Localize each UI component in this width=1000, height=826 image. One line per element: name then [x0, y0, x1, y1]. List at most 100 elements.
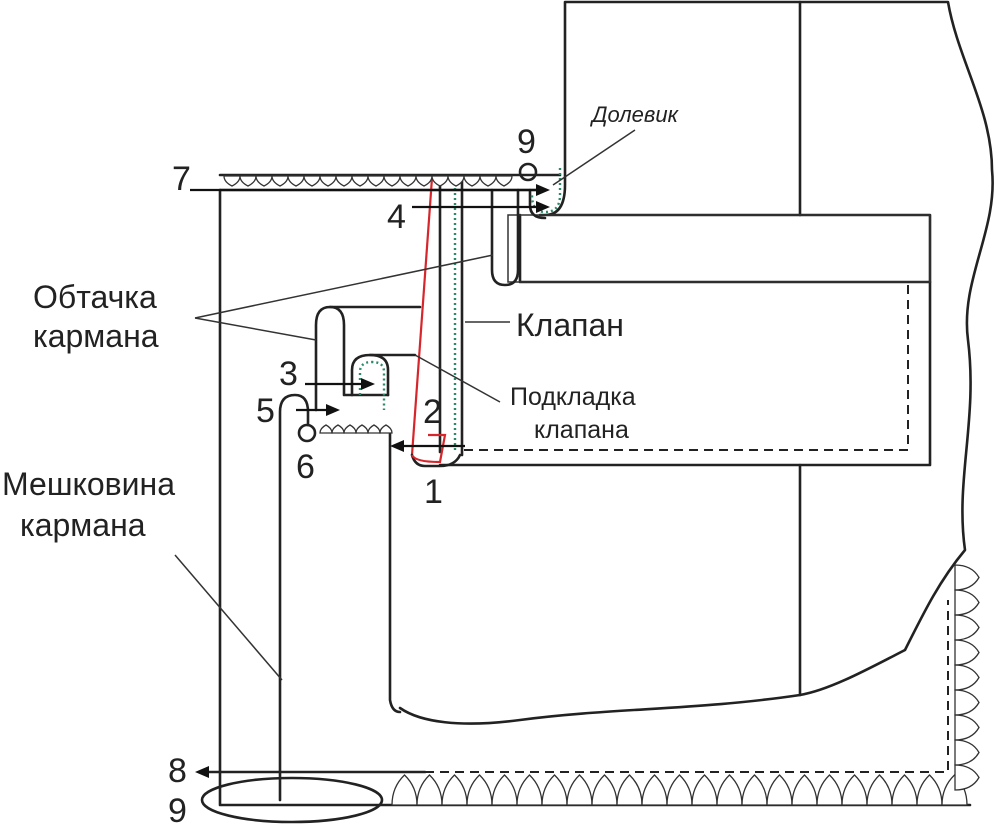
number-5: 5	[256, 392, 275, 430]
pocket-bag-inner	[278, 393, 310, 802]
overlock-scallop	[916, 774, 943, 806]
overlock-small	[319, 424, 393, 434]
overlock-scallop	[431, 175, 449, 187]
label-klapan: Клапан	[516, 307, 624, 343]
label-meshkovina-2: кармана	[20, 507, 146, 543]
bag-dashed-stitch	[425, 600, 949, 773]
leader-meshkovina	[174, 554, 283, 681]
number-7: 7	[172, 160, 191, 198]
flap-stitch	[460, 285, 909, 451]
overlock-scallop	[766, 774, 793, 806]
pocket-bag-inner-2	[388, 428, 402, 714]
overlock-scallop	[335, 175, 353, 187]
overlock-scallop	[891, 774, 918, 806]
overlock-scallop	[319, 175, 337, 187]
number-4: 4	[387, 198, 406, 236]
overlock-scallop	[383, 175, 401, 187]
overlock-scallop	[641, 774, 668, 806]
inner-loop-3	[350, 353, 390, 397]
overlock-scallop	[319, 424, 333, 434]
overlock-scallop	[666, 774, 693, 806]
overlock-scallop	[466, 774, 493, 806]
overlock-scallop	[351, 175, 369, 187]
number-2: 2	[423, 393, 442, 431]
overlock-scallop	[954, 564, 980, 591]
overlock-scallop	[271, 175, 289, 187]
leader-dolevik	[552, 129, 636, 186]
overlock-scallop	[287, 175, 305, 187]
overlock-scallop	[716, 774, 743, 806]
label-obtachka-1: Обтачка	[33, 279, 157, 315]
overlock-scallop	[954, 689, 980, 716]
overlock-scallop	[566, 774, 593, 806]
overlock-scallop	[954, 714, 980, 741]
welt-loop-top	[528, 188, 547, 220]
arrow-8	[195, 766, 209, 778]
overlock-scallop	[367, 175, 385, 187]
label-meshkovina-1: Мешковина	[2, 466, 175, 502]
overlock-scallop	[463, 175, 481, 187]
overlock-scallop	[691, 774, 718, 806]
label-obtachka-2: кармана	[33, 318, 159, 354]
label-podkladka-2: клапана	[534, 416, 629, 444]
overlock-bottom	[391, 774, 968, 806]
overlock-scallop	[479, 175, 497, 187]
arrow-4	[412, 201, 550, 213]
overlock-scallop	[541, 774, 568, 806]
overlock-scallop	[391, 774, 418, 806]
number-1: 1	[424, 473, 443, 511]
overlock-scallop	[516, 774, 543, 806]
arrow-5	[296, 404, 340, 416]
overlock-scallop	[416, 774, 443, 806]
overlock-scallop	[495, 175, 513, 187]
overlock-scallop	[343, 424, 357, 434]
overlock-right	[954, 564, 980, 791]
garment-panel	[398, 0, 994, 725]
overlock-scallop	[616, 774, 643, 806]
label-dolevik: Долевик	[589, 102, 680, 127]
marker-circle-9-top	[518, 162, 538, 182]
overlock-scallop	[399, 175, 417, 187]
overlock-scallop	[223, 175, 241, 187]
arrow-1	[390, 440, 465, 452]
overlock-scallop	[954, 614, 980, 641]
overlock-scallop	[741, 774, 768, 806]
number-9-top: 9	[517, 123, 536, 161]
overlock-scallop	[954, 739, 980, 766]
overlock-scallop	[841, 774, 868, 806]
overlock-scallop	[255, 175, 273, 187]
leader-podkladka	[414, 354, 501, 403]
arrow-3	[305, 378, 375, 390]
number-9-bottom: 9	[168, 792, 187, 826]
marker-circle-6	[297, 423, 317, 443]
overlock-scallop	[866, 774, 893, 806]
facing-loop	[490, 188, 520, 287]
leader-obtachka-a	[194, 254, 494, 319]
overlock-scallop	[441, 774, 468, 806]
overlock-scallop	[367, 424, 381, 434]
number-3: 3	[279, 355, 298, 393]
marker-ellipse-9-bottom	[200, 776, 384, 824]
arrow-7	[190, 184, 550, 196]
overlock-scallop	[331, 424, 345, 434]
overlock-scallop	[954, 664, 980, 691]
welt-band	[438, 213, 932, 467]
overlock-scallop	[954, 764, 980, 791]
leader-obtachka-b	[194, 317, 317, 341]
overlock-scallop	[791, 774, 818, 806]
flap-lining-red	[410, 177, 434, 456]
flap-bottom-curve	[410, 453, 462, 468]
klapan-flap	[507, 214, 931, 283]
overlock-scallop	[954, 639, 980, 666]
overlock-scallop	[415, 175, 433, 187]
overlock-scallop	[239, 175, 257, 187]
overlock-scallop	[379, 424, 393, 434]
number-6: 6	[296, 448, 315, 486]
overlock-scallop	[491, 774, 518, 806]
number-8: 8	[168, 752, 187, 790]
overlock-scallop	[355, 424, 369, 434]
inner-loop-3-dots	[358, 360, 386, 410]
flap-bottom-red	[410, 433, 447, 464]
overlock-top	[223, 175, 513, 187]
